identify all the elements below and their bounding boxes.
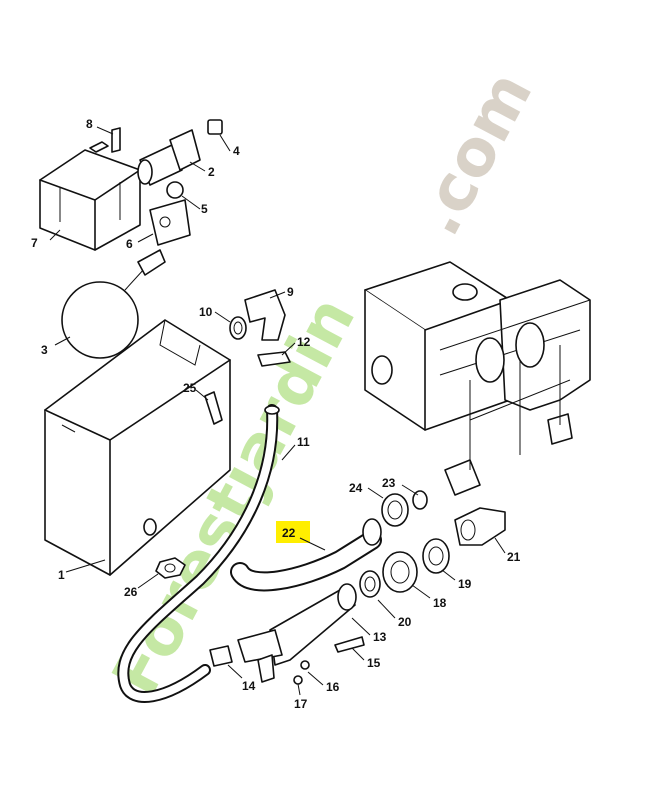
callout-22: 22 [282, 526, 296, 540]
callout-24: 24 [349, 481, 363, 495]
callout-7: 7 [31, 236, 38, 250]
callout-1: 1 [58, 568, 65, 582]
manifold-tube-part [209, 583, 365, 685]
callout-11: 11 [297, 435, 310, 449]
suction-hose-part [117, 404, 280, 703]
hex-nut-part [155, 557, 186, 579]
callout-3: 3 [41, 343, 48, 357]
callout-23: 23 [382, 476, 396, 490]
watermark-text-domain: .com [401, 60, 548, 247]
float-ball-part [61, 249, 166, 359]
callout-16: 16 [326, 680, 340, 694]
elbow-part [229, 289, 291, 367]
leader-lines [49, 126, 506, 696]
callout-12: 12 [297, 335, 311, 349]
callout-2: 2 [208, 165, 215, 179]
couplings [359, 507, 506, 598]
valve-assembly [111, 119, 223, 246]
callout-20: 20 [398, 615, 412, 629]
pump-assembly [364, 261, 591, 496]
callout-5: 5 [201, 202, 208, 216]
callout-14: 14 [242, 679, 256, 693]
callout-9: 9 [287, 285, 294, 299]
callout-26: 26 [124, 585, 138, 599]
callout-21: 21 [507, 550, 521, 564]
clip-part [204, 391, 223, 425]
callout-15: 15 [367, 656, 381, 670]
cover-part [39, 141, 141, 251]
connector-nuts [381, 490, 428, 527]
callout-8: 8 [86, 117, 93, 131]
curved-pipe-part [230, 518, 382, 592]
callout-4: 4 [233, 144, 240, 158]
callout-10: 10 [199, 305, 213, 319]
highlight-box [276, 521, 310, 543]
callout-19: 19 [458, 577, 472, 591]
callout-6: 6 [126, 237, 133, 251]
callout-labels: 8 4 2 5 7 6 3 9 10 12 25 11 23 24 22 21 … [31, 117, 521, 711]
callout-18: 18 [433, 596, 447, 610]
callout-25: 25 [183, 381, 197, 395]
tank-part [44, 319, 231, 576]
callout-13: 13 [373, 630, 387, 644]
callout-17: 17 [294, 697, 308, 711]
